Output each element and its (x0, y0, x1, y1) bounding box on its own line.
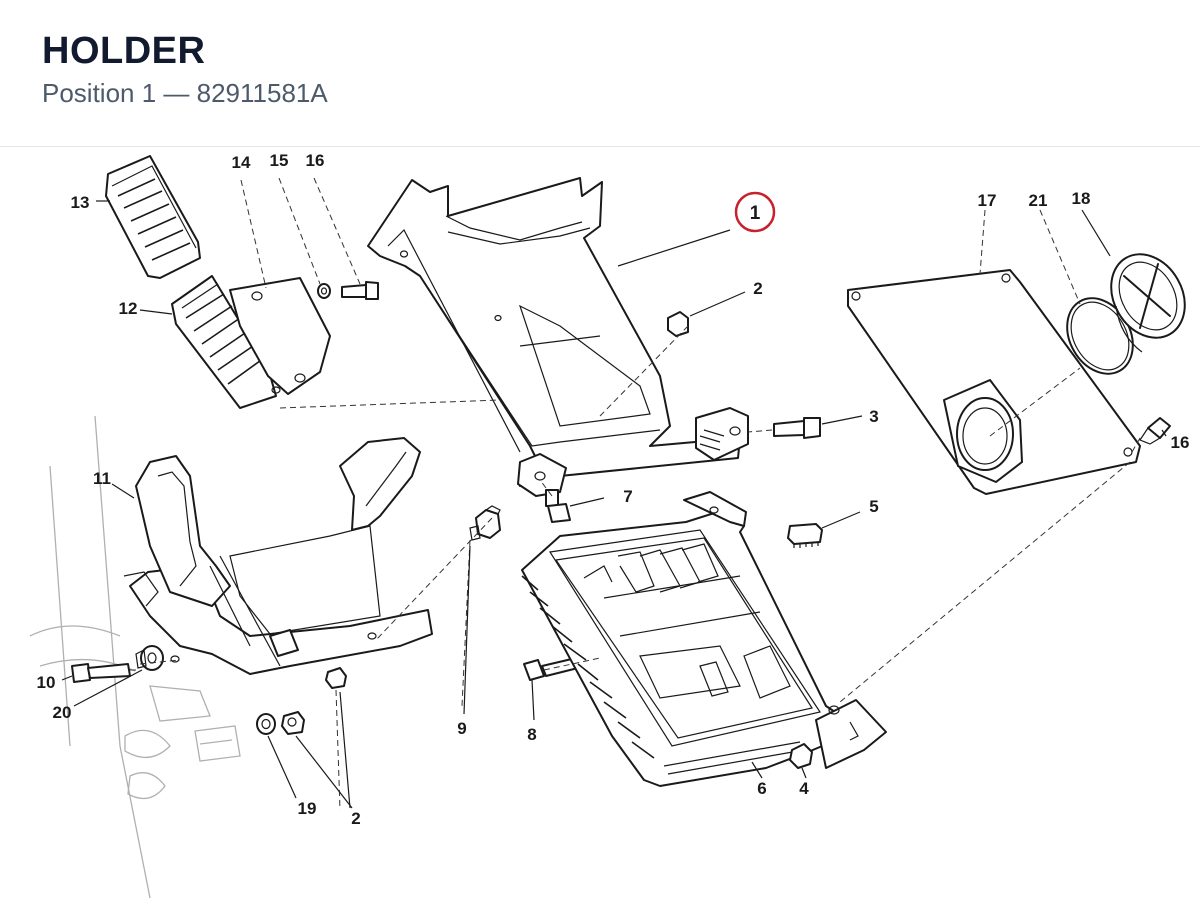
callout-4[interactable]: 4 (799, 779, 809, 798)
part-18-cap (1110, 253, 1186, 353)
page-title: HOLDER (42, 30, 206, 72)
part-19-washer (256, 713, 276, 735)
part-10-screw (71, 663, 131, 683)
part-13-finned-cover (105, 155, 201, 279)
callout-9[interactable]: 9 (457, 719, 466, 738)
callout-labels[interactable]: 1 2 2 3 4 5 6 7 8 9 10 11 12 13 14 15 16… (37, 151, 1190, 828)
callout-15[interactable]: 15 (270, 151, 289, 170)
callout-16[interactable]: 16 (306, 151, 325, 170)
part-2-nut-lower (325, 667, 347, 689)
part-15-washer (317, 283, 331, 299)
callout-13[interactable]: 13 (71, 193, 90, 212)
part-8-screw (523, 657, 579, 681)
callout-5[interactable]: 5 (869, 497, 878, 516)
part-16-screw (341, 281, 379, 300)
part-3-screw (773, 417, 821, 439)
callout-7[interactable]: 7 (623, 487, 632, 506)
callout-12[interactable]: 12 (119, 299, 138, 318)
callout-2[interactable]: 2 (351, 809, 360, 828)
assembly-lines (130, 325, 1141, 811)
callout-1[interactable]: 1 (750, 203, 761, 224)
part-17-gasket-plate (847, 269, 1141, 495)
callout-14[interactable]: 14 (232, 153, 251, 172)
callout-8[interactable]: 8 (527, 725, 536, 744)
callout-2[interactable]: 2 (753, 279, 762, 298)
callout-20[interactable]: 20 (53, 703, 72, 722)
highlight-ring (734, 191, 776, 233)
callout-6[interactable]: 6 (757, 779, 766, 798)
background-context-lines (29, 415, 241, 899)
part-14-cover-plate (229, 277, 331, 395)
part-1-holder-bracket (367, 177, 749, 497)
part-5-chip (787, 523, 823, 548)
part-4-nut (789, 743, 813, 769)
part-16-screw-right (1139, 417, 1171, 445)
callout-17[interactable]: 17 (978, 191, 997, 210)
page-header: HOLDER Position 1 — 82911581A (0, 0, 1200, 147)
part-11-support-bracket (123, 437, 433, 675)
leader-lines (61, 177, 1167, 809)
callout-16[interactable]: 16 (1171, 433, 1190, 452)
callout-19[interactable]: 19 (298, 799, 317, 818)
part-9-sensor (469, 505, 501, 541)
page-subtitle: Position 1 — 82911581A (42, 78, 328, 108)
part-12-finned-block (171, 275, 277, 409)
callout-11[interactable]: 11 (93, 469, 111, 488)
exploded-parts-diagram: 1 2 2 3 4 5 6 7 8 9 10 11 12 13 14 15 16… (0, 146, 1200, 899)
part-2-nut-top (667, 311, 689, 337)
part-7-screw (545, 489, 571, 523)
parts-drawing: 1 2 2 3 4 5 6 7 8 9 10 11 12 13 14 15 16… (29, 151, 1190, 899)
callout-10[interactable]: 10 (37, 673, 56, 692)
part-20-washer (135, 645, 164, 671)
callout-21[interactable]: 21 (1029, 191, 1048, 210)
callout-3[interactable]: 3 (869, 407, 878, 426)
part-6-ecu-housing (521, 491, 887, 787)
callout-18[interactable]: 18 (1072, 189, 1091, 208)
part-2-nut-bottom (281, 711, 305, 735)
